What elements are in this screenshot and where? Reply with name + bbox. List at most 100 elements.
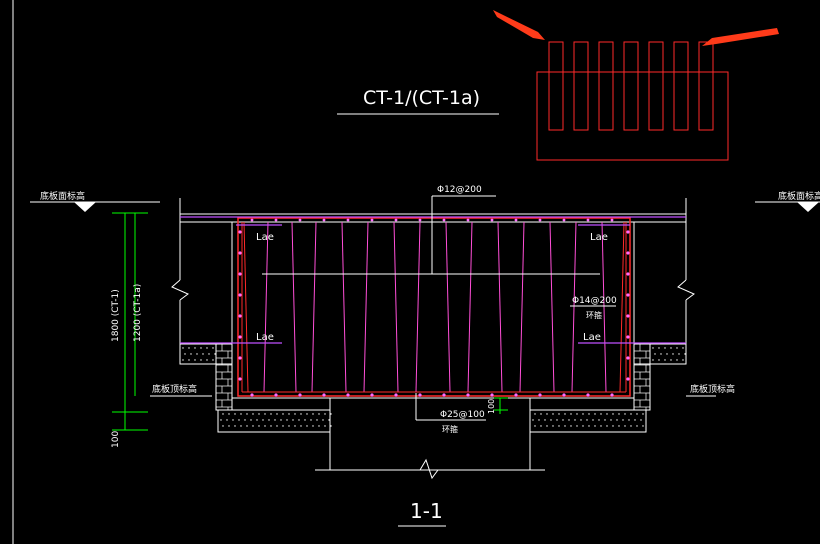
rebar-dot: [322, 393, 326, 397]
hatch-dot: [642, 425, 644, 427]
hatch-dot: [582, 425, 584, 427]
hatch-dot: [612, 425, 614, 427]
rebar-dot: [626, 230, 630, 234]
hatch-dot: [630, 425, 632, 427]
hatch-dot: [624, 413, 626, 415]
hatch-dot: [292, 419, 294, 421]
rebar-bar: [497, 221, 503, 393]
hatch-dot: [676, 359, 678, 361]
rebar-dot: [238, 356, 242, 360]
hatch-dot: [642, 413, 644, 415]
dim-total-label: 1800 (CT-1): [111, 289, 121, 342]
rebar-dot: [418, 393, 422, 397]
hatch-dot: [294, 425, 296, 427]
hatch-dot: [658, 359, 660, 361]
hatch-dot: [276, 413, 278, 415]
rebar-dot: [394, 393, 398, 397]
rebar-dot: [538, 393, 542, 397]
hatch-dot: [546, 425, 548, 427]
rebar-dot: [370, 393, 374, 397]
level-marker-right: [755, 201, 820, 212]
hatch-dot: [246, 425, 248, 427]
hatch-dot: [194, 359, 196, 361]
hatch-dot: [294, 413, 296, 415]
level-marker-left: [30, 201, 160, 212]
rebar-dot: [238, 272, 242, 276]
hatch-dot: [222, 425, 224, 427]
rebar-dot: [562, 393, 566, 397]
hatch-dot: [228, 425, 230, 427]
dim-small-label: 100: [487, 399, 496, 414]
plan-outline: [536, 71, 729, 161]
rebar-dot: [442, 393, 446, 397]
hatch-dot: [316, 419, 318, 421]
hatch-dot: [682, 359, 684, 361]
hatch-dot: [276, 425, 278, 427]
rebar-dot: [298, 218, 302, 222]
pointer-arrow-right-icon: [702, 28, 779, 46]
rebar-bar: [415, 221, 421, 393]
hatch-dot: [658, 347, 660, 349]
rebar-bar: [363, 221, 369, 393]
hatch-dot: [200, 359, 202, 361]
hatch-dot: [534, 413, 536, 415]
rebar-bar: [263, 221, 269, 393]
rebar-dot: [626, 377, 630, 381]
rebar-bottom-note: 环箍: [442, 424, 458, 434]
section-view: 底板面标高 底板面标高: [30, 185, 820, 527]
level-triangle-icon: [74, 202, 96, 212]
hatch-dot: [616, 419, 618, 421]
hatch-dot: [318, 425, 320, 427]
hatch-dot: [540, 425, 542, 427]
hatch-dot: [270, 413, 272, 415]
lae-label: Lae: [583, 332, 601, 343]
rebar-dot: [514, 393, 518, 397]
hatch-dot: [270, 425, 272, 427]
top-level-label-left: 底板面标高: [40, 190, 85, 202]
rebar-dot: [238, 377, 242, 381]
rebar-dot: [626, 335, 630, 339]
hatch-dot: [262, 419, 264, 421]
hatch-dot: [226, 419, 228, 421]
rebar-dot: [238, 230, 242, 234]
hatch-dot: [628, 419, 630, 421]
hatch-dot: [562, 419, 564, 421]
rebar-dot: [490, 218, 494, 222]
bottom-level-label-left: 底板顶标高: [152, 383, 197, 395]
hatch-dot: [330, 413, 332, 415]
hatch-dot: [652, 347, 654, 349]
hatch-dot: [652, 359, 654, 361]
rebar-dot: [610, 218, 614, 222]
hatch-dot: [618, 413, 620, 415]
rebar-bar: [571, 221, 577, 393]
hatch-dot: [212, 347, 214, 349]
rebar-dot: [586, 393, 590, 397]
hatch-dot: [188, 359, 190, 361]
dim-inner-label: 1200 (CT-1a): [133, 284, 143, 342]
hatch-dot: [598, 419, 600, 421]
hatch-dot: [664, 347, 666, 349]
hatch-dot: [306, 413, 308, 415]
drawing-title: CT-1/(CT-1a): [363, 87, 480, 109]
plan-bar: [673, 41, 689, 131]
hatch-dot: [206, 347, 208, 349]
rebar-bottom-label: Φ25@100: [440, 410, 485, 420]
hatch-dot: [208, 353, 210, 355]
hatch-dot: [538, 419, 540, 421]
hatch-dot: [300, 425, 302, 427]
rebar-bar: [243, 221, 249, 393]
hatch-dot: [310, 419, 312, 421]
hatch-dot: [212, 359, 214, 361]
rebar-dot: [370, 218, 374, 222]
hatch-dot: [244, 419, 246, 421]
hatch-dot: [534, 425, 536, 427]
hatch-dot: [600, 413, 602, 415]
hatch-dot: [324, 413, 326, 415]
hatch-dot: [282, 425, 284, 427]
brick-wall-left: [215, 343, 233, 411]
rebar-side-note: 环箍: [586, 310, 602, 320]
hatch-dot: [552, 413, 554, 415]
plan-bar: [573, 41, 589, 131]
hatch-dot: [264, 425, 266, 427]
